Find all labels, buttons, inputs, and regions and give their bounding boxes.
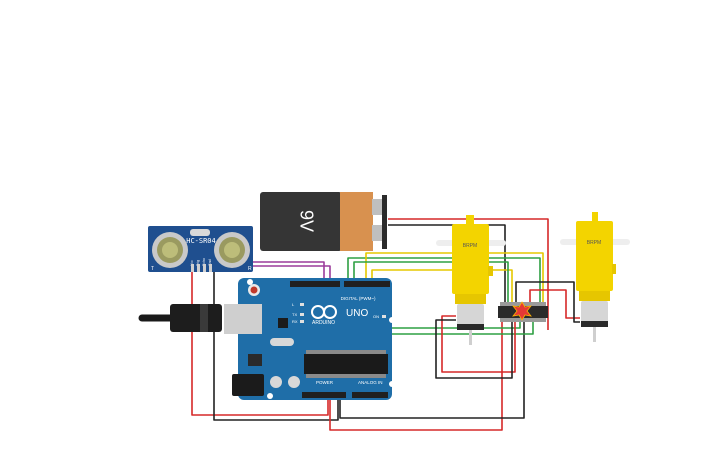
power-header-label: POWER: [316, 380, 334, 385]
rx-led: [300, 320, 304, 323]
motor-left-top-tab: [466, 215, 474, 225]
motor-left-side-tab: [488, 266, 493, 276]
capacitor: [270, 376, 282, 388]
wire-d-pin-yellow-2[interactable]: [371, 269, 513, 306]
chip-pins-bottom: [306, 374, 386, 378]
sensor-pin[interactable]: [203, 264, 206, 272]
wire-motor-right-a[interactable]: [529, 289, 580, 319]
battery-terminal-top: [372, 199, 382, 215]
mounting-hole: [267, 393, 273, 399]
arduino-uno[interactable]: DIGITAL (PWM~) UNO ARDUINO TX RX L ON PO…: [138, 278, 395, 400]
motor-left-tail: [469, 330, 472, 345]
sensor-pin-label: Gnd: [208, 259, 212, 266]
voltage-regulator: [248, 354, 262, 366]
battery-cap: [340, 192, 373, 251]
motor-left-body: [452, 224, 489, 294]
analog-header-label: ANALOG IN: [358, 380, 383, 385]
digital-header-low: [290, 281, 340, 287]
usb-plug: [170, 304, 222, 332]
usb-plug-band: [200, 304, 208, 332]
sensor-right-transducer-center: [224, 242, 240, 258]
usb-port: [224, 304, 262, 334]
motor-left-gear-neck: [455, 294, 486, 304]
on-led: [382, 315, 386, 318]
tx-led: [300, 313, 304, 316]
battery-body: [260, 192, 342, 251]
capacitor: [288, 376, 300, 388]
motor-right-body: [576, 221, 613, 291]
wire-motor-left-b[interactable]: [435, 318, 513, 379]
on-led-label: ON: [373, 314, 379, 319]
motor-right-label: BRPM: [587, 240, 601, 246]
wire-gnd-driver[interactable]: [339, 322, 525, 419]
wire-battery-negative[interactable]: [388, 224, 506, 310]
digital-header-high: [344, 281, 390, 287]
wire-motor-right-b[interactable]: [515, 281, 580, 323]
arduino-logo: [311, 305, 337, 319]
l-led-label: L: [292, 302, 295, 307]
motor-right-side-tab: [612, 264, 616, 274]
sensor-crystal: [190, 229, 210, 236]
wire-battery-positive[interactable]: [388, 218, 549, 330]
motor-right-top-tab: [592, 212, 598, 222]
motor-right-tail: [593, 327, 596, 342]
l-led: [300, 303, 304, 306]
sensor-side-right: R: [248, 266, 252, 272]
sensor-pin-label: Vcc: [190, 260, 194, 266]
wire-5v-driver[interactable]: [329, 322, 503, 431]
gear-motor-right[interactable]: BRPM: [560, 212, 630, 342]
microcontroller-chip: [304, 354, 388, 374]
arduino-brand-label: ARDUINO: [312, 320, 335, 326]
motor-right-endcap: [581, 321, 608, 327]
battery-label: 9V: [296, 210, 316, 232]
motor-right-gear-neck: [579, 291, 610, 301]
motor-left-label: BRPM: [463, 243, 477, 249]
mounting-hole: [389, 381, 395, 387]
crystal-oscillator: [270, 338, 294, 346]
ultrasonic-sensor[interactable]: HC-SR04 T R Vcc Trig Echo Gnd: [148, 226, 253, 272]
driver-pins-bottom: [500, 318, 546, 322]
analog-header: [352, 392, 388, 398]
usb-chip: [278, 318, 288, 328]
sensor-side-left: T: [151, 266, 154, 272]
sensor-left-transducer-center: [162, 242, 178, 258]
rx-led-label: RX: [292, 319, 298, 324]
wire-motor-left-a[interactable]: [441, 315, 516, 373]
wires: [191, 218, 580, 431]
wire-sensor-gnd[interactable]: [213, 272, 339, 421]
motor-left-endcap: [457, 324, 484, 330]
sensor-pin[interactable]: [191, 264, 194, 272]
gear-motor-left[interactable]: BRPM: [436, 215, 506, 345]
battery-terminal-bottom: [372, 225, 382, 241]
sensor-model-label: HC-SR04: [186, 237, 216, 245]
sensor-pin[interactable]: [209, 264, 212, 272]
motor-right-can: [581, 301, 608, 323]
motor-driver-chip[interactable]: [498, 301, 548, 322]
battery-clip: [382, 195, 387, 249]
driver-warning-icon: [512, 301, 532, 321]
reset-button-cap: [250, 286, 258, 294]
sensor-pin[interactable]: [197, 264, 200, 272]
digital-header-label: DIGITAL (PWM~): [341, 296, 376, 301]
battery-9v[interactable]: 9V: [260, 192, 387, 251]
wire-d-pin-green-2[interactable]: [353, 261, 509, 306]
sensor-pin-labels: Vcc Trig Echo Gnd: [190, 258, 212, 266]
arduino-model-label: UNO: [346, 308, 368, 319]
power-header: [302, 392, 346, 398]
tx-led-label: TX: [292, 312, 297, 317]
mounting-hole: [389, 317, 395, 323]
motor-left-can: [457, 304, 484, 326]
power-jack: [232, 374, 264, 396]
chip-pins-top: [306, 350, 386, 354]
sensor-pin-label: Trig: [196, 260, 200, 266]
sensor-pin-label: Echo: [202, 258, 206, 266]
mounting-hole: [247, 279, 253, 285]
wire-sensor-vcc[interactable]: [191, 272, 329, 416]
